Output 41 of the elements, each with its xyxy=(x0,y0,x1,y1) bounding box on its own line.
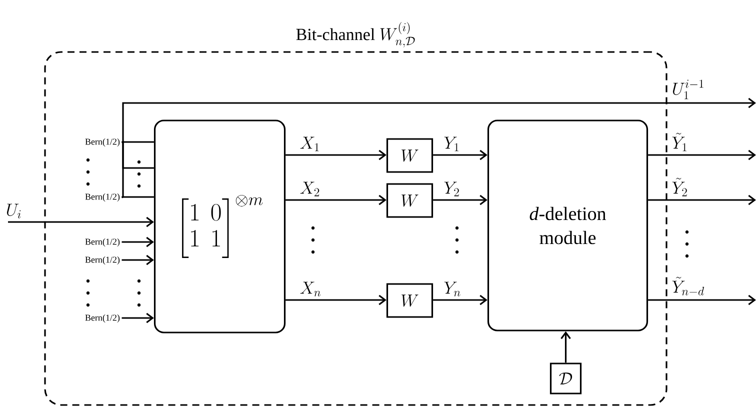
arrow xyxy=(286,194,386,206)
bern-label: Bern(1/2) xyxy=(85,314,120,323)
edge-label: $Y_1$ xyxy=(444,136,459,152)
arrow xyxy=(648,150,756,160)
deletion-module-box: d-deletion module xyxy=(487,120,648,332)
arrow xyxy=(560,331,571,363)
bern-label: Bern(1/2) xyxy=(85,193,120,202)
deletion-pattern-box: $\mathcal{D}$ xyxy=(550,362,582,394)
arrow xyxy=(122,236,154,248)
transform-box: $\begin{bmatrix}1 & 0\\ 1 & 1\end{bmatrix}^{\otimes m}$ xyxy=(154,120,286,334)
arrow xyxy=(286,150,386,160)
edge-label: $\tilde{Y}_2$ xyxy=(672,178,687,196)
channel-box: $W$ xyxy=(386,138,434,173)
edge-label: $U_1^{i-1}$ xyxy=(672,80,704,100)
arrow xyxy=(433,194,488,206)
arrow xyxy=(648,194,756,206)
arrow xyxy=(122,254,154,266)
arrow xyxy=(433,294,488,306)
edge-label: $Y_n$ xyxy=(444,282,460,296)
edge-label: $X_1$ xyxy=(300,136,319,152)
edge-label: $U_i$ xyxy=(7,204,21,218)
arrow xyxy=(433,150,488,160)
arrow xyxy=(120,98,756,198)
connector-line xyxy=(122,196,154,198)
edge-label: $X_n$ xyxy=(300,282,320,296)
bern-label: Bern(1/2) xyxy=(85,138,120,147)
connector-line xyxy=(122,141,154,143)
connector-line xyxy=(122,140,154,169)
edge-label: $\tilde{Y}_{n-d}$ xyxy=(672,276,704,296)
node-label: $\text{Bit-channel } W_{n,\mathcal{D}}^{(i)}$ xyxy=(296,22,415,48)
channel-box: $W$ xyxy=(386,283,434,318)
bern-label: Bern(1/2) xyxy=(85,256,120,265)
edge-label: $X_2$ xyxy=(300,182,320,196)
arrow xyxy=(648,294,756,306)
edge-label: $\tilde{Y}_1$ xyxy=(672,132,687,152)
arrow xyxy=(122,312,154,324)
arrow xyxy=(8,216,154,228)
channel-box: $W$ xyxy=(386,183,434,218)
edge-label: $Y_2$ xyxy=(444,182,459,196)
arrow xyxy=(286,294,386,306)
bern-label: Bern(1/2) xyxy=(85,238,120,247)
